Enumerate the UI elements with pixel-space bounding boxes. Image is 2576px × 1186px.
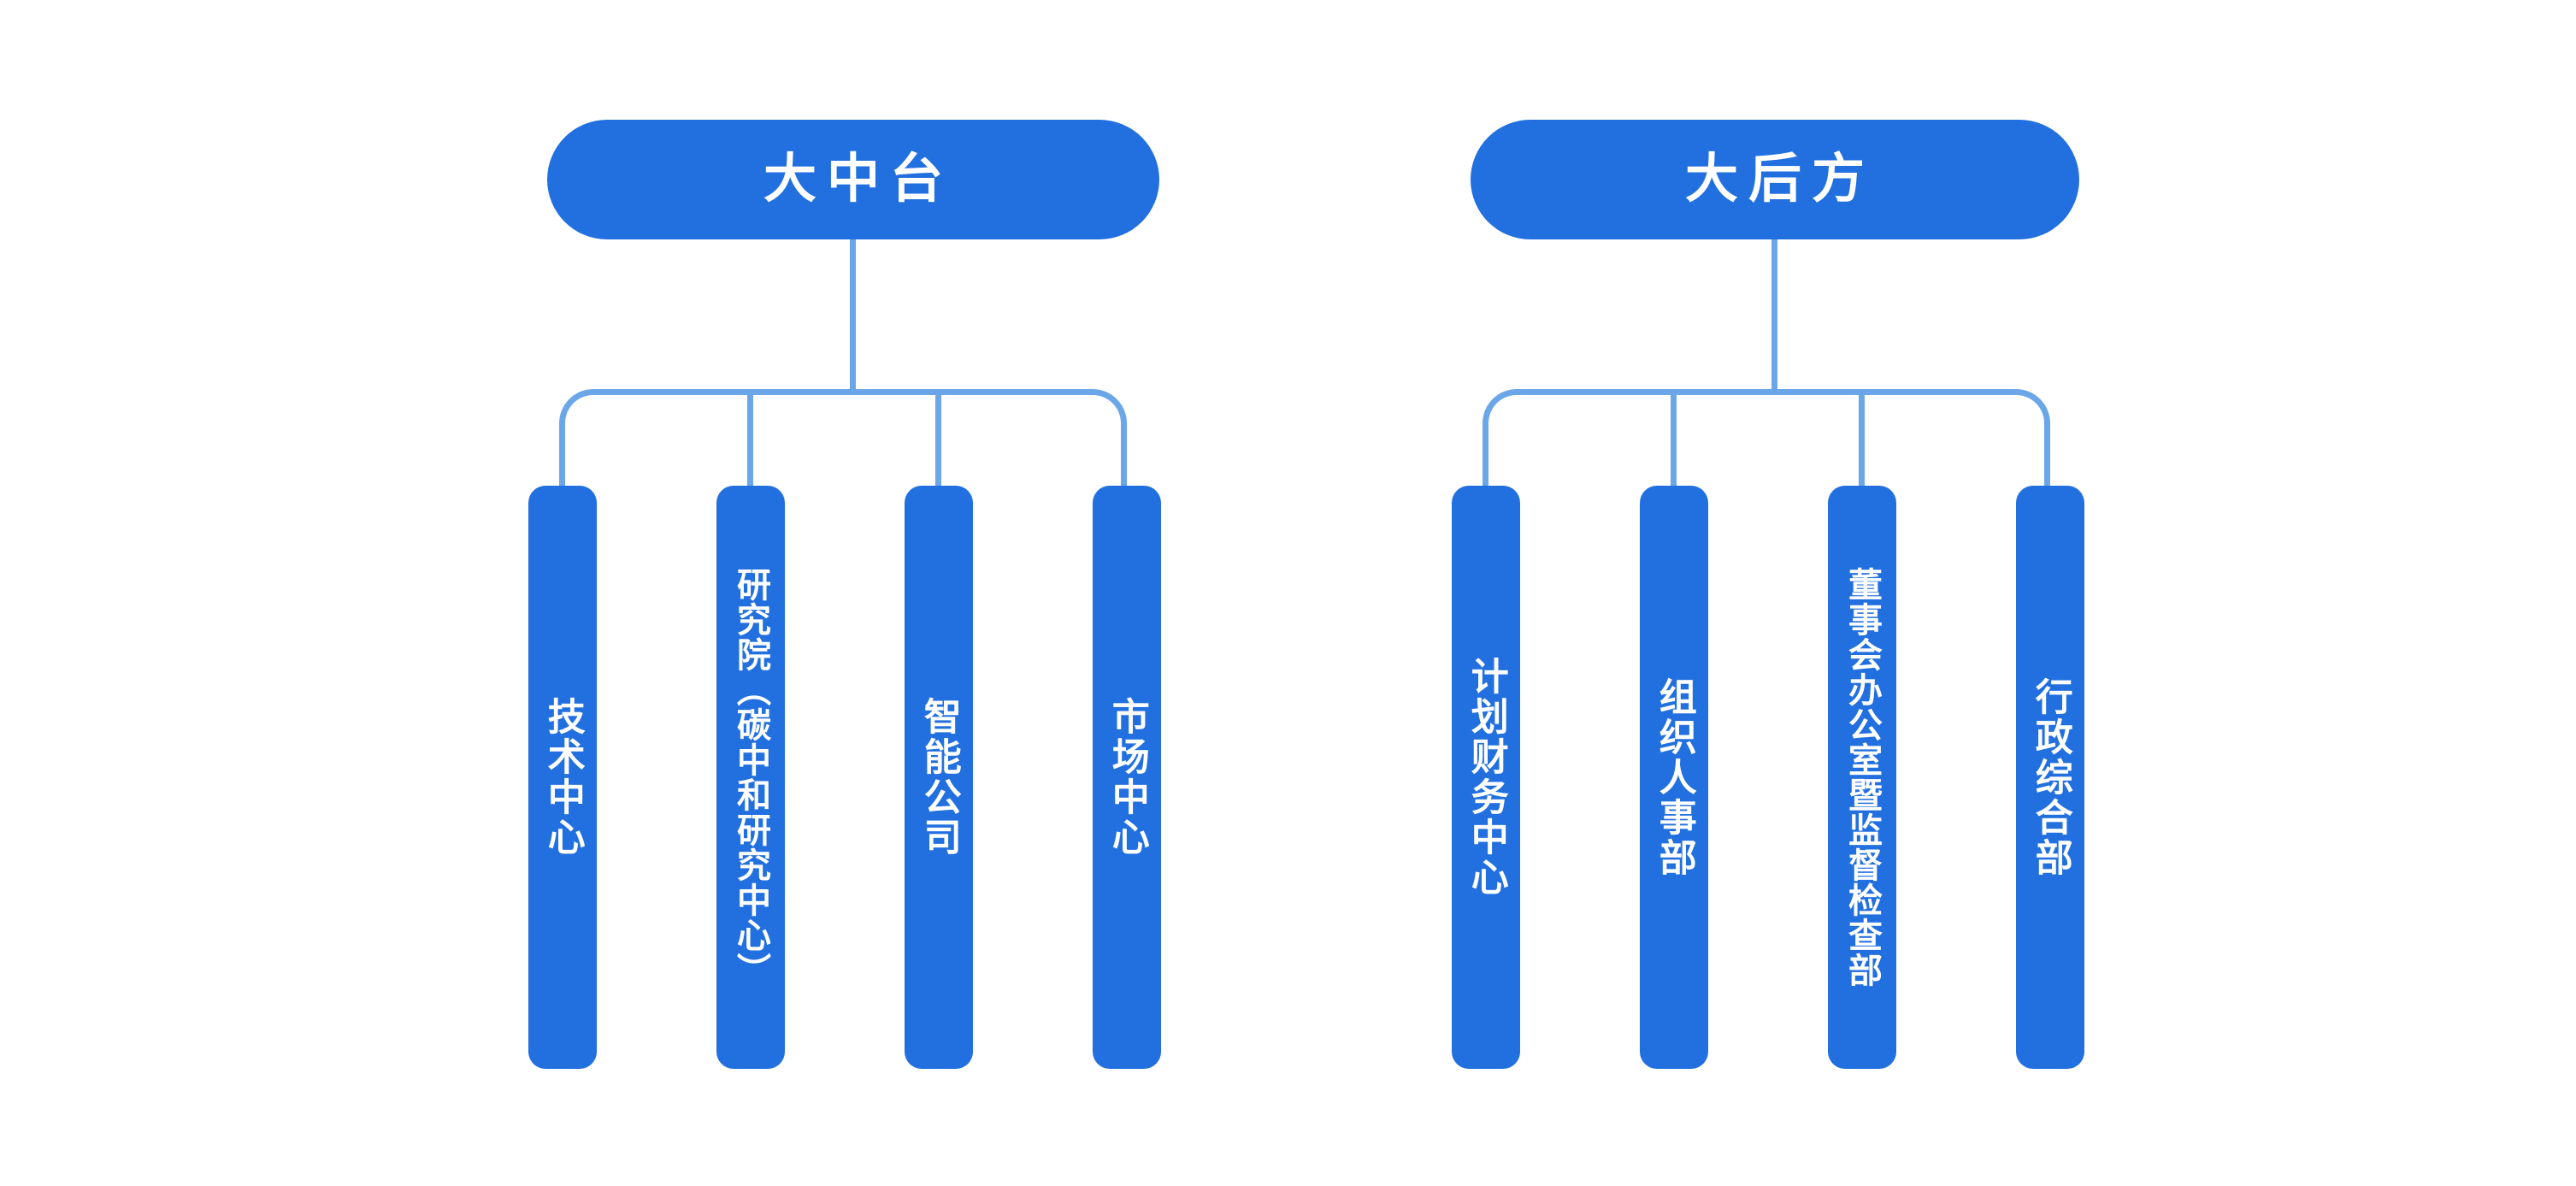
connector-bus — [1483, 389, 2050, 486]
group-header-middle-platform[interactable]: 大中台 — [547, 120, 1159, 239]
node-org-personnel-dept[interactable]: 组织人事部 — [1640, 486, 1708, 1069]
group-header-label: 大中台 — [763, 150, 953, 209]
node-label: 技术中心 — [541, 697, 584, 858]
connector-drop — [1671, 395, 1677, 486]
node-admin-general-dept[interactable]: 行政综合部 — [2016, 486, 2084, 1069]
group-header-rear-support[interactable]: 大后方 — [1471, 120, 2079, 239]
node-label: 组织人事部 — [1653, 676, 1695, 878]
node-label: 董事会办公室暨监督检查部 — [1843, 567, 1881, 988]
node-label: 行政综合部 — [2029, 676, 2072, 878]
node-board-office-supervision[interactable]: 董事会办公室暨监督检查部 — [1828, 486, 1896, 1069]
node-planning-finance-center[interactable]: 计划财务中心 — [1452, 486, 1520, 1069]
connector-stem — [1771, 239, 1777, 395]
node-intelligent-company[interactable]: 智能公司 — [905, 486, 973, 1069]
node-tech-center[interactable]: 技术中心 — [528, 486, 597, 1069]
node-label: 计划财务中心 — [1465, 657, 1507, 898]
connector-bus — [559, 389, 1127, 486]
org-group-middle-platform: 大中台 技术中心 研究院（碳中和研究中心） 智能公司 市场中心 — [479, 0, 1231, 1186]
node-research-institute[interactable]: 研究院（碳中和研究中心） — [716, 486, 785, 1069]
org-group-rear-support: 大后方 计划财务中心 组织人事部 董事会办公室暨监督检查部 行政综合部 — [1402, 0, 2155, 1186]
group-header-label: 大后方 — [1684, 150, 1875, 209]
node-market-center[interactable]: 市场中心 — [1093, 486, 1161, 1069]
connector-drop — [935, 395, 941, 486]
node-label: 智能公司 — [917, 697, 960, 858]
connector-stem — [850, 239, 856, 395]
node-label: 研究院（碳中和研究中心） — [732, 567, 769, 988]
connector-drop — [1859, 395, 1865, 486]
node-label: 市场中心 — [1105, 697, 1148, 858]
connector-drop — [747, 395, 753, 486]
